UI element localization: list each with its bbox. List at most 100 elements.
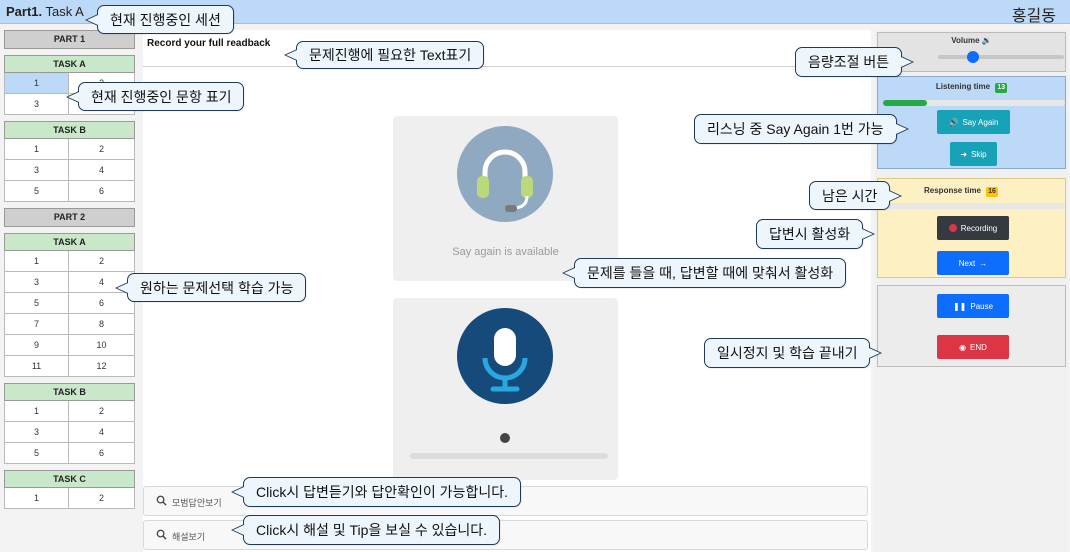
next-button[interactable]: Next → — [937, 251, 1009, 275]
divider — [143, 66, 871, 67]
question-item[interactable]: 5 — [4, 293, 69, 314]
part2-taskB-grid: 1 2 3 4 5 6 — [4, 401, 135, 464]
question-instruction: Record your full readback — [147, 38, 271, 49]
question-item[interactable]: 8 — [69, 314, 135, 335]
question-item[interactable]: 3 — [4, 94, 69, 115]
record-dot-icon — [948, 224, 957, 232]
response-title: Response time 16 — [924, 186, 998, 197]
question-item[interactable]: 2 — [69, 401, 135, 422]
say-again-button[interactable]: 🔊 Say Again — [937, 110, 1010, 134]
callout-pause-end: 일시정지 및 학습 끝내기 — [704, 338, 883, 368]
recording-button[interactable]: Recording — [937, 216, 1009, 240]
recording-progress — [410, 453, 608, 459]
recording-indicator — [500, 433, 510, 443]
question-item[interactable]: 3 — [4, 160, 69, 181]
search-icon — [156, 529, 167, 540]
part1-taskB-header: TASK B — [4, 121, 135, 139]
question-item[interactable]: 3 — [4, 422, 69, 443]
callout-current-session: 현재 진행중인 세션 — [85, 5, 234, 34]
part2-taskC-grid: 1 2 — [4, 488, 135, 509]
listening-progress-fill — [883, 100, 927, 106]
part1-taskA-header: TASK A — [4, 55, 135, 73]
session-indicator: Part1. Task A — [6, 4, 84, 19]
session-part: Part1. — [6, 4, 43, 19]
question-item[interactable]: 3 — [4, 272, 69, 293]
callout-text-display: 문제진행에 필요한 Text표기 — [283, 41, 485, 69]
callout-active-on-answer: 답변시 활성화 — [756, 219, 876, 249]
skip-button[interactable]: ➜ Skip — [950, 142, 997, 166]
explanation-label: 해설보기 — [172, 532, 206, 542]
part2-taskA-grid: 1 2 3 4 5 6 7 8 9 10 11 12 — [4, 251, 135, 377]
response-time-badge: 16 — [986, 187, 998, 197]
arrow-right-icon: ➜ — [960, 149, 968, 159]
part2-taskB-header: TASK B — [4, 383, 135, 401]
callout-select-item: 원하는 문제선택 학습 가능 — [114, 273, 307, 302]
response-label: Response time — [924, 186, 981, 195]
part2-taskA-header: TASK A — [4, 233, 135, 251]
arrow-right-icon: → — [979, 258, 988, 268]
question-item[interactable]: 7 — [4, 314, 69, 335]
volume-slider[interactable] — [938, 55, 1064, 59]
callout-current-item: 현재 진행중인 문항 표기 — [65, 82, 245, 111]
question-item-current[interactable]: 1 — [4, 73, 69, 94]
user-name: 홍길동 — [1011, 8, 1056, 25]
response-panel: Response time 16 Recording Next → — [877, 178, 1066, 278]
volume-slider-handle[interactable] — [967, 51, 980, 63]
speaker-icon: 🔉 — [981, 36, 992, 45]
session-control-panel: ❚❚ Pause ◉ END — [877, 285, 1066, 367]
question-item[interactable]: 2 — [69, 251, 135, 272]
recording-card — [393, 298, 618, 480]
part2-header: PART 2 — [4, 208, 135, 227]
question-item[interactable]: 4 — [69, 160, 135, 181]
volume-panel: Volume 🔉 — [877, 32, 1066, 72]
question-item[interactable]: 2 — [69, 139, 135, 160]
end-label: END — [970, 342, 987, 352]
callout-remaining-time: 남은 시간 — [809, 181, 903, 210]
search-icon — [156, 495, 167, 506]
question-item[interactable]: 1 — [4, 401, 69, 422]
question-item[interactable]: 10 — [69, 335, 135, 356]
stop-circle-icon: ◉ — [959, 342, 967, 352]
session-task: Task A — [45, 4, 84, 19]
question-item[interactable]: 9 — [4, 335, 69, 356]
end-button[interactable]: ◉ END — [937, 335, 1009, 359]
question-item[interactable]: 5 — [4, 443, 69, 464]
next-label: Next — [958, 258, 976, 268]
skip-label: Skip — [971, 149, 987, 159]
callout-activate-on-listen: 문제를 들을 때, 답변할 때에 맞춰서 활성화 — [561, 258, 847, 288]
question-item[interactable]: 11 — [4, 356, 69, 377]
part1-taskB-grid: 1 2 3 4 5 6 — [4, 139, 135, 202]
model-answer-label: 모범답안보기 — [172, 498, 222, 508]
part1-header: PART 1 — [4, 30, 135, 49]
volume-title: Volume 🔉 — [878, 36, 1065, 45]
callout-say-again-once: 리스닝 중 Say Again 1번 가능 — [694, 114, 909, 144]
listening-progress — [883, 100, 1065, 106]
microphone-icon — [457, 308, 553, 404]
listening-panel: Listening time 13 🔊 Say Again ➜ Skip — [877, 76, 1066, 169]
pause-button[interactable]: ❚❚ Pause — [937, 294, 1009, 318]
question-item[interactable]: 12 — [69, 356, 135, 377]
question-item[interactable]: 1 — [4, 488, 69, 509]
question-item[interactable]: 1 — [4, 139, 69, 160]
callout-tips: Click시 해설 및 Tip을 보실 수 있습니다. — [230, 515, 501, 545]
question-item[interactable]: 1 — [4, 251, 69, 272]
question-item[interactable]: 6 — [69, 443, 135, 464]
question-navigator: PART 1 TASK A 1 2 3 4 TASK B 1 2 3 4 5 6… — [4, 30, 135, 509]
question-item[interactable]: 4 — [69, 422, 135, 443]
pause-icon: ❚❚ — [952, 301, 967, 311]
control-panel: Volume 🔉 Listening time 13 🔊 Say Again ➜… — [875, 30, 1068, 552]
question-item[interactable]: 5 — [4, 181, 69, 202]
listening-label: Listening time — [935, 82, 991, 91]
part2-taskC-header: TASK C — [4, 470, 135, 488]
headset-icon — [457, 126, 553, 222]
recording-label: Recording — [960, 223, 998, 233]
pause-label: Pause — [970, 301, 994, 311]
question-item[interactable]: 6 — [69, 293, 135, 314]
callout-volume-control: 음량조절 버튼 — [795, 47, 915, 77]
say-again-status: Say again is available — [452, 246, 559, 258]
question-item[interactable]: 6 — [69, 181, 135, 202]
callout-listen-answer: Click시 답변듣기와 답안확인이 가능합니다. — [231, 477, 521, 507]
question-item[interactable]: 2 — [69, 488, 135, 509]
speaker-icon: 🔊 — [948, 117, 959, 127]
response-progress — [883, 203, 1065, 209]
